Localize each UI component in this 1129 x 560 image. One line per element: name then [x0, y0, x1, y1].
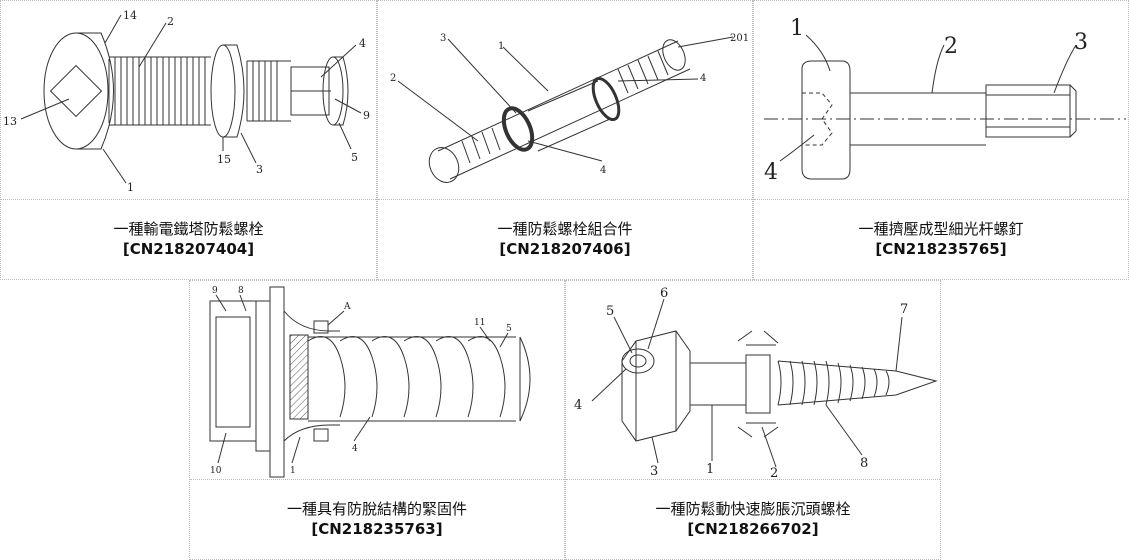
label-7: 7	[900, 302, 908, 317]
label-4: 4	[359, 37, 366, 50]
patent-drawing-5: 5 6 4 3 1 2 8 7	[566, 281, 940, 479]
caption-divider	[754, 199, 1128, 200]
label-13: 13	[3, 115, 17, 128]
patent-title: 一種防鬆螺栓組合件	[378, 219, 752, 239]
label-10: 10	[210, 466, 222, 476]
label-5: 5	[351, 151, 358, 164]
label-1: 1	[290, 466, 296, 476]
thread-lines	[109, 57, 205, 125]
label-9: 9	[212, 286, 218, 296]
patent-caption-5: 一種防鬆動快速膨脹沉頭螺栓 [CN218266702]	[566, 499, 940, 539]
label-201: 201	[730, 33, 749, 44]
anti-detach-fastener-drawing: 9 8 10 1 4 A 11 5	[190, 281, 564, 479]
patent-drawing-3: 1 2 3 4	[754, 1, 1128, 199]
label-3: 3	[440, 33, 446, 44]
label-4: 4	[574, 398, 582, 413]
patent-title: 一種防鬆動快速膨脹沉頭螺栓	[566, 499, 940, 519]
patent-number[interactable]: [CN218266702]	[566, 519, 940, 539]
caption-divider	[1, 199, 376, 200]
patent-number[interactable]: [CN218235763]	[190, 519, 564, 539]
extruded-smooth-rod-screw-drawing: 1 2 3 4	[754, 1, 1128, 199]
label-5: 5	[506, 324, 512, 334]
label-1: 1	[498, 41, 504, 52]
label-1: 1	[790, 16, 804, 41]
patent-card-4[interactable]: 9 8 10 1 4 A 11 5 一種具有防脫結構的緊固件 [CN218235…	[189, 280, 565, 560]
patent-drawing-1: 13 14 2 1 15 3 4 9 5	[1, 1, 376, 199]
label-6: 6	[660, 286, 668, 301]
label-1: 1	[127, 181, 134, 194]
label-8: 8	[238, 286, 244, 296]
caption-divider	[566, 479, 940, 480]
patent-title: 一種具有防脫結構的緊固件	[190, 499, 564, 519]
label-1: 1	[706, 462, 714, 477]
patent-caption-4: 一種具有防脫結構的緊固件 [CN218235763]	[190, 499, 564, 539]
patent-drawing-2: 2 3 1 4 4 201	[378, 1, 752, 199]
label-4: 4	[352, 444, 358, 454]
patent-number[interactable]: [CN218235765]	[754, 239, 1128, 259]
label-8: 8	[860, 456, 868, 471]
label-14: 14	[123, 9, 137, 22]
patent-title: 一種輸電鐵塔防鬆螺栓	[1, 219, 376, 239]
patent-caption-2: 一種防鬆螺栓組合件 [CN218207406]	[378, 219, 752, 259]
patent-number[interactable]: [CN218207406]	[378, 239, 752, 259]
patent-card-5[interactable]: 5 6 4 3 1 2 8 7 一種防鬆動快速膨脹沉頭螺栓 [CN2182667…	[565, 280, 941, 560]
label-15: 15	[217, 153, 231, 166]
patent-drawing-4: 9 8 10 1 4 A 11 5	[190, 281, 564, 479]
patent-number[interactable]: [CN218207404]	[1, 239, 376, 259]
anti-loosening-tower-bolt-drawing: 13 14 2 1 15 3 4 9 5	[1, 1, 376, 199]
label-4-right: 4	[700, 73, 706, 84]
label-2: 2	[167, 15, 174, 28]
label-3: 3	[650, 464, 658, 479]
label-11: 11	[474, 318, 485, 328]
patent-card-2[interactable]: 2 3 1 4 4 201 一種防鬆螺栓組合件 [CN218207406]	[377, 0, 753, 280]
label-3: 3	[1074, 30, 1088, 55]
label-5: 5	[606, 304, 614, 319]
label-2: 2	[390, 73, 396, 84]
label-2: 2	[770, 466, 778, 479]
bolt-assembly-drawing: 2 3 1 4 4 201	[378, 1, 752, 199]
label-9: 9	[363, 109, 370, 122]
patent-caption-1: 一種輸電鐵塔防鬆螺栓 [CN218207404]	[1, 219, 376, 259]
patent-card-3[interactable]: 1 2 3 4 一種擠壓成型細光杆螺釘 [CN218235765]	[753, 0, 1129, 280]
patent-card-1[interactable]: 13 14 2 1 15 3 4 9 5 一種輸電鐵塔防鬆螺栓 [CN21820…	[0, 0, 377, 280]
label-4-bottom: 4	[600, 165, 606, 176]
caption-divider	[190, 479, 564, 480]
patent-caption-3: 一種擠壓成型細光杆螺釘 [CN218235765]	[754, 219, 1128, 259]
label-4: 4	[764, 160, 778, 185]
label-3: 3	[256, 163, 263, 176]
label-A: A	[343, 302, 351, 312]
caption-divider	[378, 199, 752, 200]
expansion-countersunk-bolt-drawing: 5 6 4 3 1 2 8 7	[566, 281, 940, 479]
patent-title: 一種擠壓成型細光杆螺釘	[754, 219, 1128, 239]
label-2: 2	[944, 34, 958, 59]
